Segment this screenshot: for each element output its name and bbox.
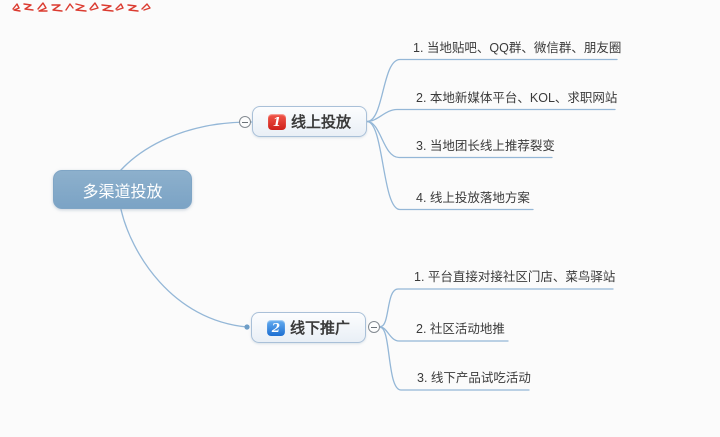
child-topic-online-3[interactable]: 3. 当地团长线上推荐裂变 [416,139,555,153]
edge-online-child-4 [366,120,534,211]
child-topic-online-2[interactable]: 2. 本地新媒体平台、KOL、求职网站 [416,91,618,105]
child-topic-online-1[interactable]: 1. 当地贴吧、QQ群、微信群、朋友圈 [413,41,622,55]
branch-topic-offline-label: 线下推广 [289,320,350,337]
branch-topic-offline[interactable]: 2 线下推广 [251,312,366,343]
branch-topic-online-label: 线上投放 [290,114,351,131]
edge-root-to-offline [120,208,248,328]
edge-endpoint-dot [244,324,250,330]
edge-online-child-2 [366,108,616,123]
branch-topic-online[interactable]: 1 线上投放 [252,106,367,137]
edge-offline-child-1 [379,288,614,328]
root-topic-label: 多渠道投放 [82,183,163,201]
edge-online-child-1 [366,58,618,123]
child-topic-online-4[interactable]: 4. 线上投放落地方案 [416,191,530,205]
minus-icon [371,326,377,328]
collapse-toggle-online[interactable] [239,116,251,128]
child-topic-offline-3[interactable]: 3. 线下产品试吃活动 [417,371,531,385]
child-topic-offline-2[interactable]: 2. 社区活动地推 [416,322,505,336]
root-topic[interactable]: 多渠道投放 [53,170,192,209]
child-topic-offline-1[interactable]: 1. 平台直接对接社区门店、菜鸟驿站 [414,270,616,284]
minus-icon [242,121,248,123]
collapse-toggle-offline[interactable] [368,321,380,333]
priority-2-icon: 2 [266,319,285,336]
red-scribble-annotation [12,2,151,12]
edge-offline-child-3 [379,326,530,391]
edge-online-child-3 [366,120,553,159]
priority-1-icon: 1 [267,113,286,130]
edge-root-to-online [119,121,254,172]
